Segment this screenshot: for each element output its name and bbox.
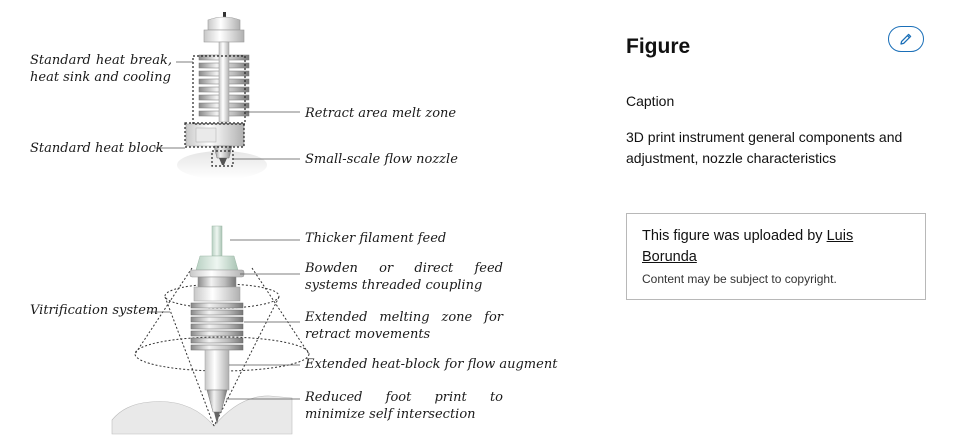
pencil-icon (900, 33, 912, 45)
label-footprint: Reduced foot print to minimize self inte… (305, 390, 503, 422)
label-melting-zone: Extended melting zone for retract moveme… (305, 310, 503, 342)
label-retract-zone: Retract area melt zone (305, 106, 457, 121)
uploader-link[interactable]: Luis Borunda (642, 228, 854, 265)
label-filament-feed: Thicker filament feed (305, 231, 447, 246)
copyright-note: Content may be subject to copyright. (642, 272, 837, 286)
label-heat-break: Standard heat break, heat sink and cooli… (30, 53, 172, 85)
caption-label: Caption (626, 93, 675, 109)
caption-text: 3D print instrument general components a… (626, 129, 903, 166)
label-heat-block: Standard heat block (30, 141, 164, 156)
bottom-hotend (111, 225, 310, 435)
label-vitrification: Vitrification system (30, 303, 159, 318)
figure-info-panel: Figure Caption 3D print instrument gener… (626, 0, 926, 447)
label-bowden: Bowden or direct feed systems threaded c… (305, 261, 503, 293)
upload-info-box: This figure was uploaded by Luis Borunda… (626, 213, 926, 300)
page-title: Figure (626, 35, 691, 58)
label-heat-block-ext: Extended heat-block for flow augment (305, 357, 558, 372)
top-hotend (154, 12, 300, 179)
hotend-diagram (111, 12, 310, 435)
label-flow-nozzle: Small-scale flow nozzle (305, 152, 458, 167)
upload-text: This figure was uploaded by Luis Borunda (642, 226, 910, 268)
upload-prefix: This figure was uploaded by (642, 228, 823, 244)
edit-button[interactable] (888, 26, 924, 52)
figure-image: Standard heat break, heat sink and cooli… (30, 12, 558, 435)
